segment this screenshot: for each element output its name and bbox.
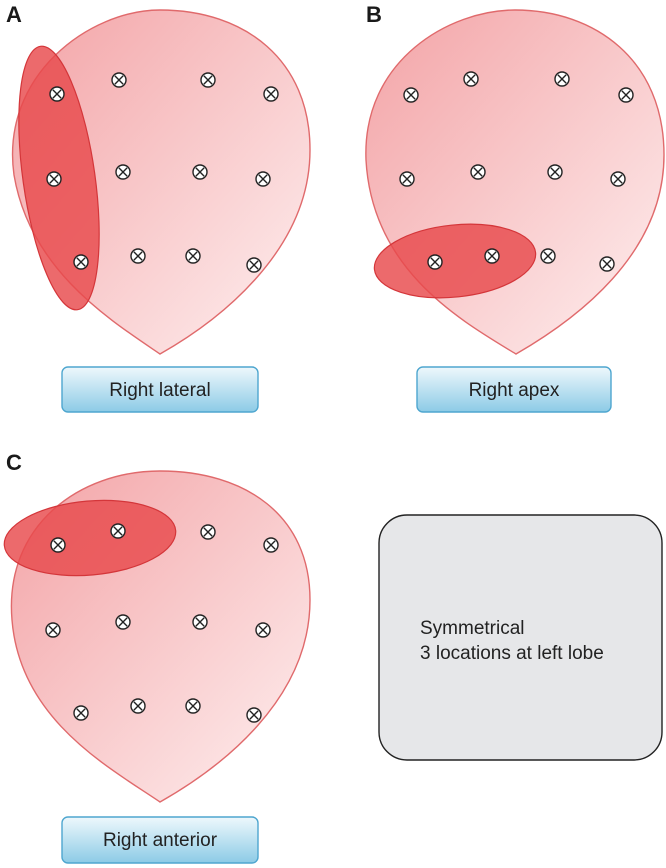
circle-x-icon xyxy=(399,171,415,187)
circle-x-icon xyxy=(192,614,208,630)
circle-x-icon xyxy=(484,248,500,264)
note-line-1: Symmetrical xyxy=(420,618,525,639)
circle-x-icon xyxy=(130,248,146,264)
circle-x-icon xyxy=(403,87,419,103)
caption-c: Right anterior xyxy=(103,830,218,851)
circle-x-icon xyxy=(49,86,65,102)
circle-x-icon xyxy=(192,164,208,180)
circle-x-icon xyxy=(246,707,262,723)
caption-b: Right apex xyxy=(469,380,560,401)
circle-x-icon xyxy=(115,614,131,630)
circle-x-icon xyxy=(50,537,66,553)
circle-x-icon xyxy=(111,72,127,88)
note-box xyxy=(378,514,663,761)
caption-box-b xyxy=(416,366,612,413)
circle-x-icon xyxy=(200,524,216,540)
circle-x-icon xyxy=(255,622,271,638)
circle-x-icon xyxy=(263,537,279,553)
circle-x-icon xyxy=(470,164,486,180)
circle-x-icon xyxy=(618,87,634,103)
circle-x-icon xyxy=(610,171,626,187)
circle-x-icon xyxy=(599,256,615,272)
circle-x-icon xyxy=(263,86,279,102)
note-panel: Symmetrical 3 locations at left lobe xyxy=(378,514,663,761)
panel-c: C Right anterior xyxy=(3,450,311,864)
circle-x-icon xyxy=(200,72,216,88)
circle-x-icon xyxy=(427,254,443,270)
circle-x-icon xyxy=(547,164,563,180)
circle-x-icon xyxy=(46,171,62,187)
panel-b: B Right apex xyxy=(365,2,665,413)
circle-x-icon xyxy=(110,523,126,539)
caption-a: Right lateral xyxy=(109,380,210,401)
circle-x-icon xyxy=(185,698,201,714)
panel-letter-a: A xyxy=(6,2,22,27)
circle-x-icon xyxy=(130,698,146,714)
circle-x-icon xyxy=(73,705,89,721)
circle-x-icon xyxy=(115,164,131,180)
circle-x-icon xyxy=(540,248,556,264)
circle-x-icon xyxy=(463,71,479,87)
panel-letter-c: C xyxy=(6,450,22,475)
panel-a: A Right lateral xyxy=(6,2,311,413)
panel-letter-b: B xyxy=(366,2,382,27)
caption-box-c xyxy=(61,816,259,864)
highlight-region-b xyxy=(373,223,537,299)
circle-x-icon xyxy=(554,71,570,87)
circle-x-icon xyxy=(45,622,61,638)
circle-x-icon xyxy=(73,254,89,270)
caption-box-a xyxy=(61,366,259,413)
circle-x-icon xyxy=(246,257,262,273)
circle-x-icon xyxy=(185,248,201,264)
note-line-2: 3 locations at left lobe xyxy=(420,643,604,664)
highlight-region-c xyxy=(3,499,177,577)
circle-x-icon xyxy=(255,171,271,187)
